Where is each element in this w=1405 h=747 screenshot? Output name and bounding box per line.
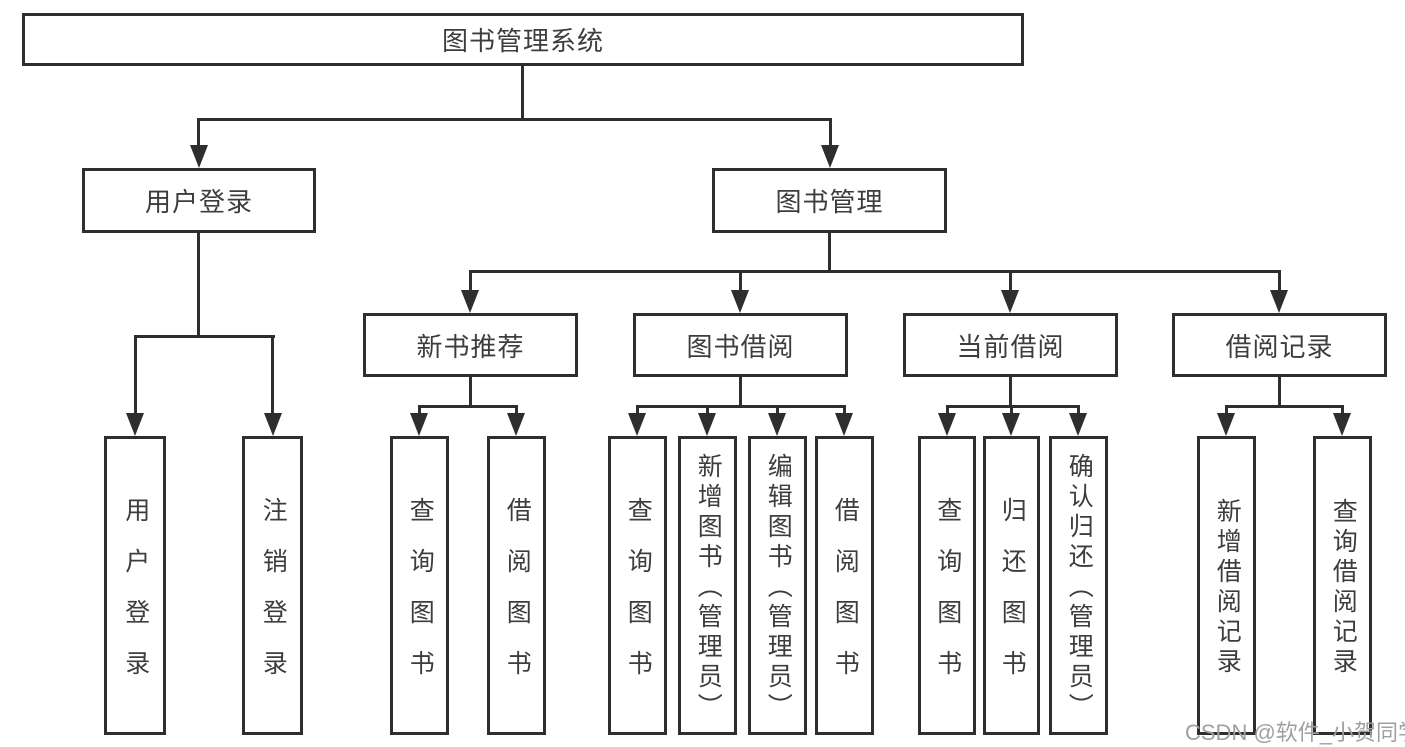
connector-level3-bar [469,270,1281,273]
leaf-logout-label: 注销登录 [259,496,288,701]
leaf-newbook-query: 查询图书 [390,436,449,735]
leaf-current-return-label: 归还图书 [998,496,1027,701]
node-root: 图书管理系统 [22,13,1024,66]
connector-drop-bb-borrow [843,405,846,415]
connector-user-login-stem [197,233,200,337]
connector-drop-current-borrow [1009,270,1012,292]
node-current-borrow: 当前借阅 [903,313,1118,377]
arrowhead-book-borrow [731,290,749,313]
node-new-book-recommend-label: 新书推荐 [416,331,525,362]
connector-book-borrow-stem [739,377,742,407]
connector-new-book-bar [418,405,518,408]
leaf-borrow-add: 新增图书（管理员） [678,436,737,735]
connector-book-borrow-bar [636,405,846,408]
leaf-records-add: 新增借阅记录 [1197,436,1256,735]
connector-drop-new-book [469,270,472,292]
connector-level1-bar [197,118,832,121]
arrowhead-borrow-records [1270,290,1288,313]
arrowhead-bb-edit [768,413,786,436]
connector-drop-user-login [197,118,200,147]
leaf-user-login: 用户登录 [104,436,166,735]
node-book-management-label: 图书管理 [775,187,884,217]
leaf-logout: 注销登录 [242,436,303,735]
leaf-user-login-label: 用户登录 [121,496,150,701]
node-book-borrow: 图书借阅 [633,313,848,377]
arrowhead-br-query [1333,413,1351,436]
arrowhead-leaf-login [126,413,144,436]
leaf-borrow-query-label: 查询图书 [624,496,653,701]
arrowhead-bb-add [698,413,716,436]
arrowhead-nb-query [410,413,428,436]
connector-book-management-stem [828,233,831,272]
connector-root-trunk [521,66,524,120]
leaf-records-query: 查询借阅记录 [1313,436,1372,735]
arrowhead-br-add [1217,413,1235,436]
connector-drop-bb-edit [776,405,779,415]
connector-drop-cb-confirm [1077,405,1080,415]
connector-drop-br-query [1341,405,1344,415]
leaf-borrow-borrow: 借阅图书 [815,436,874,735]
leaf-borrow-edit: 编辑图书（管理员） [748,436,807,735]
arrowhead-user-login [190,145,208,168]
connector-borrow-records-stem [1278,377,1281,407]
leaf-newbook-query-label: 查询图书 [406,496,435,701]
watermark: CSDN @软件_小贺同学 [1185,720,1405,745]
connector-current-borrow-stem [1009,377,1012,407]
connector-drop-borrow-records [1278,270,1281,292]
node-root-label: 图书管理系统 [441,26,604,56]
leaf-borrow-borrow-label: 借阅图书 [831,496,860,701]
node-current-borrow-label: 当前借阅 [956,331,1065,362]
leaf-borrow-add-label: 新增图书（管理员） [694,453,723,723]
leaf-records-add-label: 新增借阅记录 [1213,498,1242,678]
node-user-login: 用户登录 [82,168,316,233]
connector-current-borrow-bar [946,405,1080,408]
connector-drop-nb-borrow [515,405,518,415]
leaf-current-query-label: 查询图书 [933,496,962,701]
connector-drop-leaf-login [134,335,137,415]
arrowhead-bb-query [628,413,646,436]
arrowhead-current-borrow [1001,290,1019,313]
connector-drop-cb-query [946,405,949,415]
leaf-current-confirm: 确认归还（管理员） [1049,436,1108,735]
connector-drop-nb-query [418,405,421,415]
connector-new-book-stem [469,377,472,407]
arrowhead-cb-return [1002,413,1020,436]
leaf-newbook-borrow: 借阅图书 [487,436,546,735]
leaf-current-query: 查询图书 [918,436,976,735]
arrowhead-bb-borrow [835,413,853,436]
connector-drop-bb-add [706,405,709,415]
node-user-login-label: 用户登录 [144,187,253,217]
connector-drop-br-add [1225,405,1228,415]
connector-drop-book-management [829,118,832,147]
arrowhead-leaf-logout [264,413,282,436]
connector-borrow-records-bar [1225,405,1344,408]
connector-user-login-bar [134,335,275,338]
leaf-borrow-query: 查询图书 [608,436,667,735]
arrowhead-new-book [461,290,479,313]
leaf-newbook-borrow-label: 借阅图书 [503,496,532,701]
node-book-management: 图书管理 [712,168,947,233]
node-borrow-records-label: 借阅记录 [1225,331,1334,362]
arrowhead-cb-confirm [1069,413,1087,436]
leaf-current-confirm-label: 确认归还（管理员） [1065,453,1094,723]
connector-drop-book-borrow [739,270,742,292]
node-book-borrow-label: 图书借阅 [686,331,795,362]
leaf-borrow-edit-label: 编辑图书（管理员） [764,453,793,723]
connector-drop-bb-query [636,405,639,415]
node-borrow-records: 借阅记录 [1172,313,1387,377]
node-new-book-recommend: 新书推荐 [363,313,578,377]
arrowhead-cb-query [938,413,956,436]
arrowhead-book-management [821,145,839,168]
leaf-current-return: 归还图书 [983,436,1040,735]
leaf-records-query-label: 查询借阅记录 [1329,498,1358,678]
arrowhead-nb-borrow [507,413,525,436]
connector-drop-cb-return [1010,405,1013,415]
connector-drop-leaf-logout [271,335,274,415]
